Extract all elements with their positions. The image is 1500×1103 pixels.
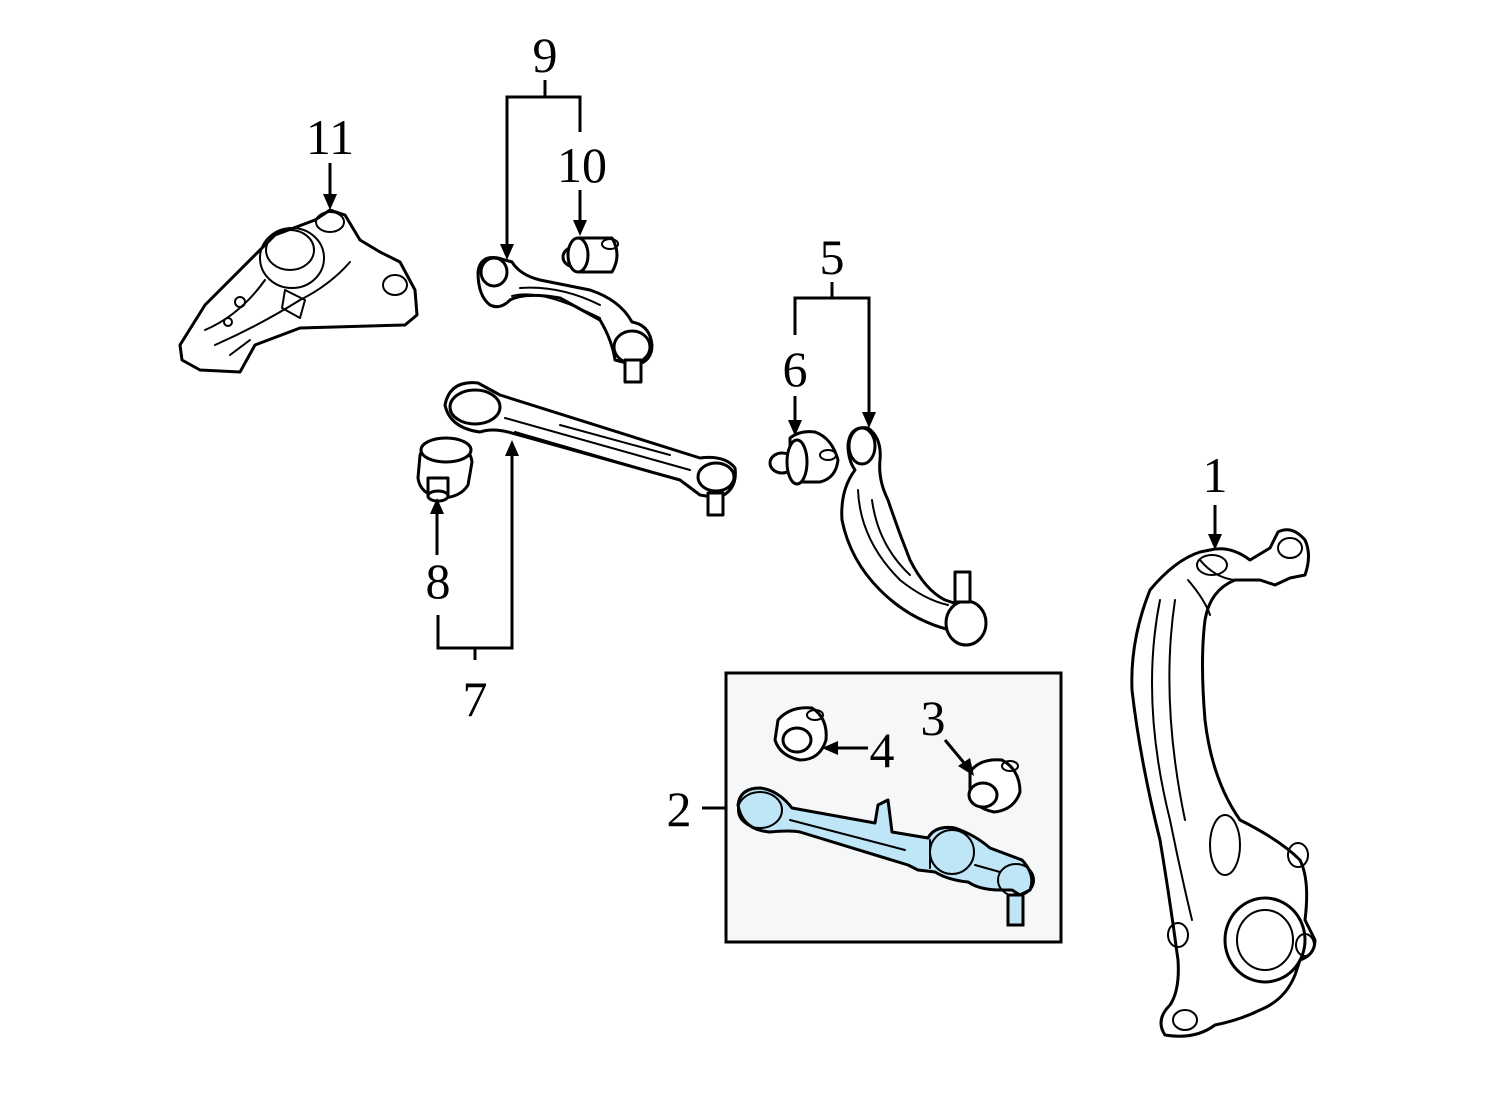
part-4-bushing[interactable] [773,706,828,762]
callout-3: 3 [921,690,946,746]
callout-9: 9 [533,27,558,83]
part-3-bushing[interactable] [967,758,1022,814]
leader-9 [500,80,582,260]
part-8-bushing[interactable] [416,436,474,503]
leader-6 [788,396,802,436]
lower-control-arm-body [736,786,1034,897]
part-10-bushing[interactable] [561,236,619,274]
leader-11 [323,163,337,210]
lower-control-arm-stud [1006,893,1025,927]
leader-4 [822,741,868,755]
leader-8 [430,498,444,555]
leader-3 [943,739,974,776]
callout-7: 7 [463,671,488,727]
callout-1: 1 [1203,447,1228,503]
callout-6: 6 [783,341,808,397]
part-5-tension-strut[interactable] [840,426,988,647]
part-9-upper-control-arm[interactable] [476,256,654,384]
leader-1 [1208,505,1222,550]
part-6-bushing[interactable] [768,430,840,486]
part-2-lower-control-arm[interactable] [736,786,1035,927]
leader-10 [573,190,587,236]
part-11-mount-bracket[interactable] [178,208,419,374]
callout-11: 11 [306,109,354,165]
part-7-link-arm[interactable] [443,381,737,517]
callout-4: 4 [870,722,895,778]
callout-10: 10 [557,137,607,193]
callout-5: 5 [820,229,845,285]
callout-8: 8 [426,553,451,609]
callout-2: 2 [667,781,692,837]
leader-7 [436,440,519,660]
part-1-steering-knuckle[interactable] [1130,528,1317,1038]
leader-5 [793,282,876,428]
